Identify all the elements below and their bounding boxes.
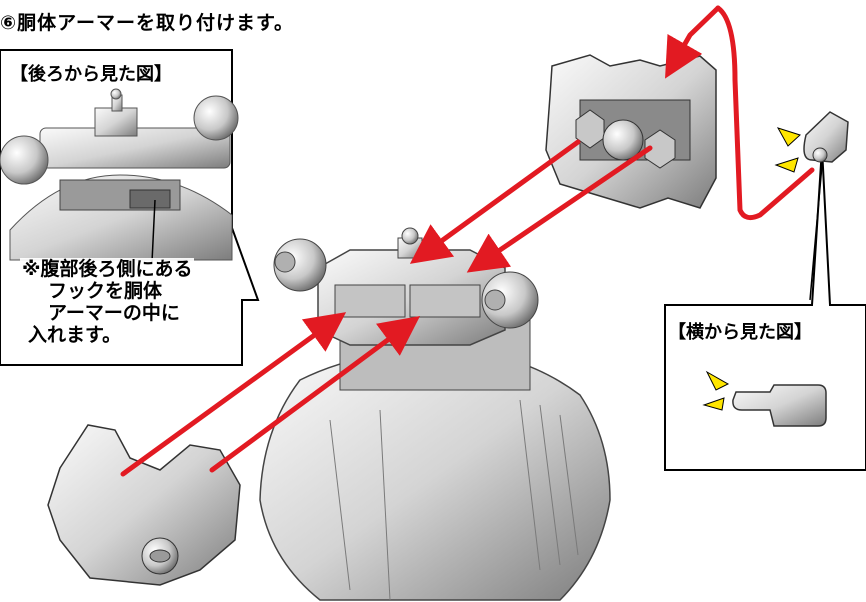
note-line-4: 入れます。 xyxy=(28,324,122,346)
rear-armor-part xyxy=(545,54,717,209)
side-view-title: 【横から見た図】 xyxy=(668,318,812,344)
arrow-front-armor-left xyxy=(120,312,347,477)
assembly-arrows xyxy=(120,5,815,477)
arrow-rear-armor-left xyxy=(409,139,581,264)
side-view-inset xyxy=(664,147,866,471)
rear-view-note: ※腹部後ろ側にある フックを胴体 アーマーの中に 入れます。 xyxy=(20,258,195,346)
arrow-hook-path xyxy=(715,5,815,221)
rear-view-leader-line xyxy=(151,199,156,263)
arrow-rear-armor-right xyxy=(466,145,653,273)
highlight-mark xyxy=(702,397,725,411)
highlight-mark xyxy=(776,127,801,147)
note-line-1: ※腹部後ろ側にある xyxy=(22,258,193,280)
rear-view-robot xyxy=(0,88,239,261)
rear-view-title: 【後ろから見た図】 xyxy=(10,60,172,86)
arrow-front-armor-right xyxy=(209,316,421,473)
highlight-mark xyxy=(705,370,730,391)
note-line-2: フックを胴体 xyxy=(48,280,163,302)
hook-part-side xyxy=(732,384,827,427)
step-title: ⑥胴体アーマーを取り付けます。 xyxy=(0,12,295,34)
hook-part xyxy=(774,111,849,173)
note-line-3: アーマーの中に xyxy=(48,302,180,324)
highlight-mark xyxy=(774,157,799,173)
arrow-to-rear-armor xyxy=(665,5,721,79)
front-armor-part xyxy=(47,424,241,586)
robot-body xyxy=(259,227,611,601)
